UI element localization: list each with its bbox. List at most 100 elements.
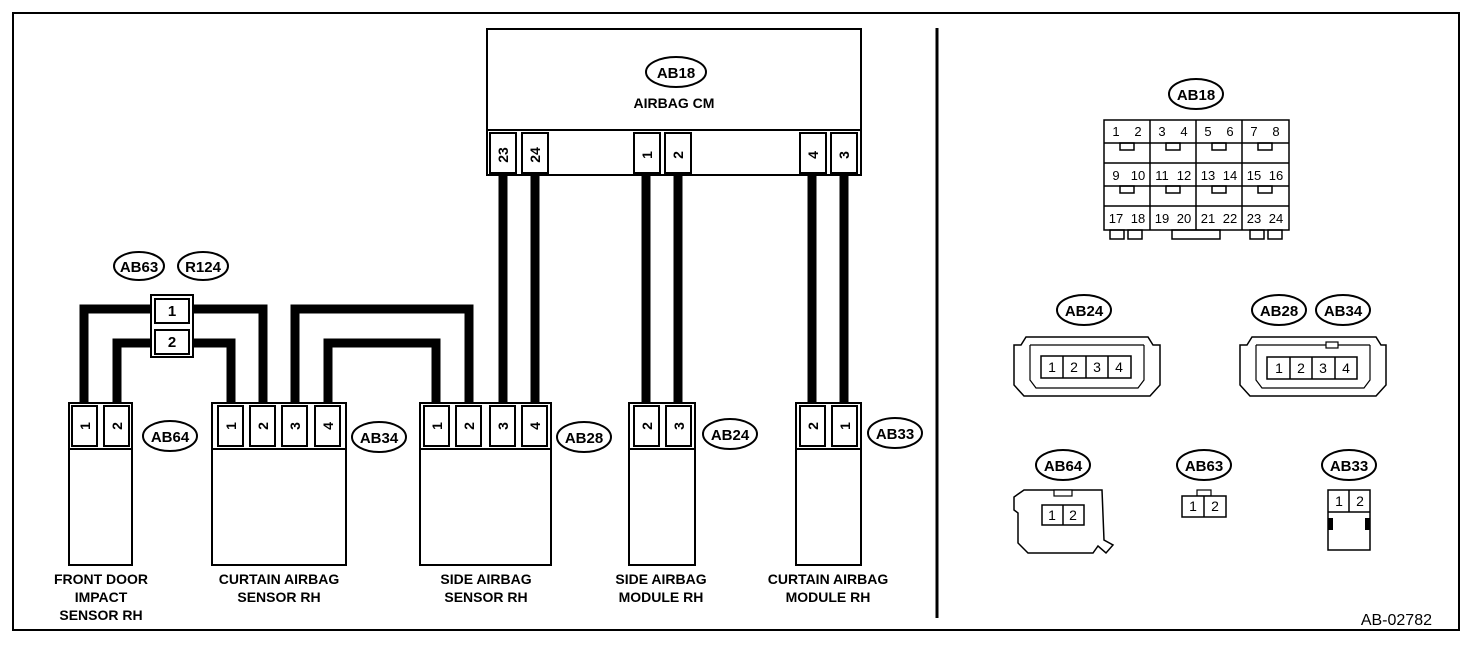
pin-label: 3 <box>836 151 852 159</box>
curtain-airbag-module: 2 1 AB33 CURTAIN AIRBAG MODULE RH <box>768 402 923 605</box>
wire-joint-2-to-ab64-2 <box>112 338 153 403</box>
pin-label: 23 <box>495 147 511 163</box>
svg-text:1: 1 <box>1048 507 1056 523</box>
svg-text:1: 1 <box>223 422 239 430</box>
wire-ab34-4-to-ab28-1 <box>323 338 441 403</box>
svg-text:AB63: AB63 <box>1185 458 1223 475</box>
cm-pin-cavities <box>489 132 858 174</box>
svg-text:17: 17 <box>1109 211 1123 226</box>
pin-label: 24 <box>527 147 543 163</box>
svg-text:7: 7 <box>1250 124 1257 139</box>
figure-id: AB-02782 <box>1361 612 1432 629</box>
curtain-airbag-sensor: 1 2 3 4 AB34 CURTAIN AIRBAG SENSOR RH <box>211 402 407 605</box>
svg-text:IMPACT: IMPACT <box>75 589 128 605</box>
svg-text:2: 2 <box>109 422 125 430</box>
svg-text:AB64: AB64 <box>1044 458 1083 475</box>
connector-tag: AB18 <box>645 56 707 88</box>
svg-text:2: 2 <box>1211 498 1219 514</box>
pin-label: 1 <box>639 151 655 159</box>
svg-text:AB28: AB28 <box>1260 303 1298 320</box>
svg-text:15: 15 <box>1247 168 1261 183</box>
svg-text:3: 3 <box>495 422 511 430</box>
svg-text:1: 1 <box>1048 359 1056 375</box>
svg-text:CURTAIN AIRBAG: CURTAIN AIRBAG <box>219 571 340 587</box>
svg-text:AB33: AB33 <box>876 426 914 443</box>
svg-text:AB18: AB18 <box>657 65 695 82</box>
svg-text:2: 2 <box>1297 360 1305 376</box>
connector-view-ab18: AB18 1 2 3 4 5 6 7 8 9 <box>1103 78 1290 240</box>
svg-text:10: 10 <box>1131 168 1145 183</box>
svg-text:1: 1 <box>429 422 445 430</box>
side-airbag-sensor: 1 2 3 4 AB28 SIDE AIRBAG SENSOR RH <box>419 402 612 605</box>
svg-text:R124: R124 <box>185 259 222 276</box>
svg-text:AB18: AB18 <box>1177 87 1215 104</box>
svg-text:MODULE RH: MODULE RH <box>786 589 871 605</box>
module-label: AIRBAG CM <box>634 95 715 111</box>
svg-text:MODULE RH: MODULE RH <box>619 589 704 605</box>
svg-text:3: 3 <box>287 422 303 430</box>
svg-text:21: 21 <box>1201 211 1215 226</box>
svg-text:1: 1 <box>1335 493 1343 509</box>
svg-text:6: 6 <box>1226 124 1233 139</box>
connector-view-ab28-ab34: AB28 AB34 1 2 3 4 <box>1239 294 1387 397</box>
svg-text:14: 14 <box>1223 168 1237 183</box>
svg-text:3: 3 <box>1319 360 1327 376</box>
svg-text:4: 4 <box>320 422 336 430</box>
pin-label: 2 <box>670 151 686 159</box>
wire-joint-1-to-ab34-2 <box>191 304 268 403</box>
svg-text:AB28: AB28 <box>565 430 603 447</box>
svg-text:9: 9 <box>1112 168 1119 183</box>
wire-joint-2-to-ab34-1 <box>191 338 236 403</box>
svg-text:CURTAIN AIRBAG: CURTAIN AIRBAG <box>768 571 889 587</box>
joint-connector: AB63 R124 1 2 <box>113 251 229 358</box>
svg-text:1: 1 <box>1112 124 1119 139</box>
svg-text:22: 22 <box>1223 211 1237 226</box>
svg-text:SIDE AIRBAG: SIDE AIRBAG <box>440 571 531 587</box>
airbag-control-module: AB18 AIRBAG CM 23 24 1 2 4 3 <box>486 28 862 176</box>
pin-label: 4 <box>805 151 821 159</box>
svg-text:4: 4 <box>1115 359 1123 375</box>
svg-text:AB63: AB63 <box>120 259 158 276</box>
svg-text:AB34: AB34 <box>1324 303 1363 320</box>
svg-text:FRONT DOOR: FRONT DOOR <box>54 571 148 587</box>
svg-text:1: 1 <box>1275 360 1283 376</box>
svg-text:AB33: AB33 <box>1330 458 1368 475</box>
connector-view-ab64: AB64 1 2 <box>1013 449 1115 555</box>
svg-text:1: 1 <box>1189 498 1197 514</box>
svg-text:2: 2 <box>168 334 176 351</box>
svg-text:8: 8 <box>1272 124 1279 139</box>
svg-text:SENSOR RH: SENSOR RH <box>444 589 527 605</box>
svg-text:2: 2 <box>805 422 821 430</box>
svg-text:1: 1 <box>168 303 176 320</box>
svg-text:2: 2 <box>1069 507 1077 523</box>
diagram-frame <box>12 12 1460 631</box>
svg-text:SENSOR RH: SENSOR RH <box>59 607 142 623</box>
svg-text:1: 1 <box>77 422 93 430</box>
svg-text:AB64: AB64 <box>151 429 190 446</box>
svg-text:18: 18 <box>1131 211 1145 226</box>
svg-text:3: 3 <box>1158 124 1165 139</box>
side-airbag-module: 2 3 AB24 SIDE AIRBAG MODULE RH <box>615 402 758 605</box>
svg-text:3: 3 <box>1093 359 1101 375</box>
harness-wires <box>79 175 849 403</box>
svg-text:2: 2 <box>639 422 655 430</box>
svg-text:2: 2 <box>255 422 271 430</box>
svg-text:13: 13 <box>1201 168 1215 183</box>
svg-text:24: 24 <box>1269 211 1283 226</box>
front-door-impact-sensor: 1 2 AB64 FRONT DOOR IMPACT SENSOR RH <box>54 402 198 623</box>
svg-text:5: 5 <box>1204 124 1211 139</box>
svg-text:20: 20 <box>1177 211 1191 226</box>
svg-text:4: 4 <box>1180 124 1187 139</box>
wire-joint-1-to-ab64-1 <box>79 304 153 403</box>
svg-text:12: 12 <box>1177 168 1191 183</box>
svg-text:3: 3 <box>671 422 687 430</box>
svg-text:AB24: AB24 <box>711 427 750 444</box>
svg-text:1: 1 <box>837 422 853 430</box>
svg-text:11: 11 <box>1155 168 1169 183</box>
svg-text:SENSOR RH: SENSOR RH <box>237 589 320 605</box>
svg-text:19: 19 <box>1155 211 1169 226</box>
connector-view-ab63: AB63 1 2 <box>1176 449 1232 518</box>
svg-text:AB34: AB34 <box>360 430 399 447</box>
svg-text:2: 2 <box>1134 124 1141 139</box>
